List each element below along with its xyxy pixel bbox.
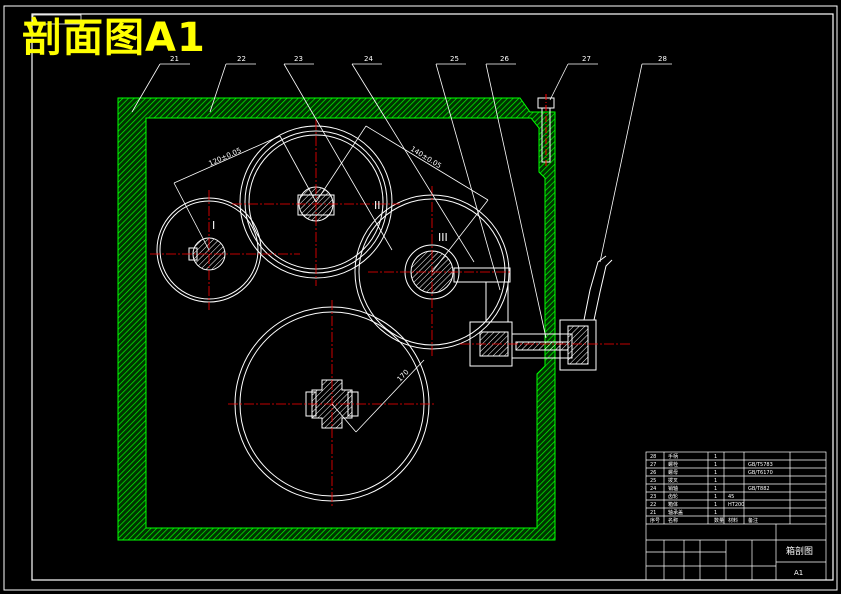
- code-box: [32, 14, 82, 25]
- shift-fork: [453, 255, 613, 371]
- callout-21: 21: [170, 55, 179, 63]
- bom-cell: 25: [650, 478, 656, 484]
- bom-cell: 轴承盖: [668, 509, 683, 516]
- bom-cell: 26: [650, 470, 656, 476]
- bom-cell: 1: [714, 494, 717, 500]
- bom-cell: 1: [714, 462, 717, 468]
- shaft-label-ii: II: [374, 199, 381, 212]
- dimension-lines: [173, 125, 489, 433]
- bom-header-cell: 备注: [748, 517, 758, 524]
- drawing-frame: [31, 13, 834, 581]
- callout-25: 25: [450, 55, 459, 63]
- bom-cell: 22: [650, 502, 656, 508]
- bom-cell: 1: [714, 454, 717, 460]
- callout-23: 23: [294, 55, 303, 63]
- bom-header-cell: 名称: [668, 517, 678, 524]
- page-title: 剖面图A1: [22, 15, 206, 61]
- bom-cell: 23: [650, 494, 656, 500]
- bom-header-cell: 序号: [650, 517, 660, 524]
- bom-cell: GB/T5783: [748, 462, 773, 468]
- bom-header-cell: 材料: [728, 517, 738, 524]
- bom-cell: 拨叉: [668, 477, 678, 484]
- bom-cell: 1: [714, 478, 717, 484]
- drawing-name: 箱剖图: [786, 545, 813, 557]
- bom-cell: GB/T882: [748, 486, 770, 492]
- leader-lines: [131, 63, 672, 339]
- shaft-label-iii: III: [438, 231, 448, 244]
- sheet-size: A1: [794, 569, 803, 577]
- bom-cell: 齿轮: [668, 493, 678, 500]
- title-block: [645, 451, 827, 581]
- bom-cell: 1: [714, 470, 717, 476]
- sheet-border: [3, 5, 838, 591]
- dim-text-1: 120±0.05: [208, 146, 243, 167]
- bom-cell: GB/T6170: [748, 470, 773, 476]
- bom-cell: 箱体: [668, 501, 678, 508]
- callout-24: 24: [364, 55, 373, 63]
- bom-header-cell: 数量: [714, 517, 724, 524]
- callout-26: 26: [500, 55, 509, 63]
- callout-27: 27: [582, 55, 591, 63]
- bom-cell: 24: [650, 486, 656, 492]
- housing-section: [117, 97, 556, 541]
- dim-text-2: 140±0.05: [409, 145, 443, 170]
- centerlines: [150, 120, 630, 506]
- bom-cell: 1: [714, 510, 717, 516]
- bom-cell: 45: [728, 494, 734, 500]
- bolt-27: [537, 94, 555, 166]
- bom-cell: 螺母: [668, 469, 678, 476]
- bom-cell: 27: [650, 462, 656, 468]
- bom-cell: 1: [714, 486, 717, 492]
- bom-cell: 螺栓: [668, 461, 678, 468]
- bom-cell: 手柄: [668, 453, 678, 460]
- bom-cell: 21: [650, 510, 656, 516]
- bom-cell: HT200: [728, 502, 744, 508]
- bom-cell: 销轴: [668, 485, 678, 492]
- dim-text-3: 170: [396, 368, 411, 383]
- bom-cell: 1: [714, 502, 717, 508]
- shaft-label-i: I: [212, 219, 215, 232]
- callout-numbers: 21 22 23 24 25 26 27 28: [170, 55, 667, 63]
- callout-28: 28: [658, 55, 667, 63]
- bom-cell: 28: [650, 454, 656, 460]
- callout-22: 22: [237, 55, 246, 63]
